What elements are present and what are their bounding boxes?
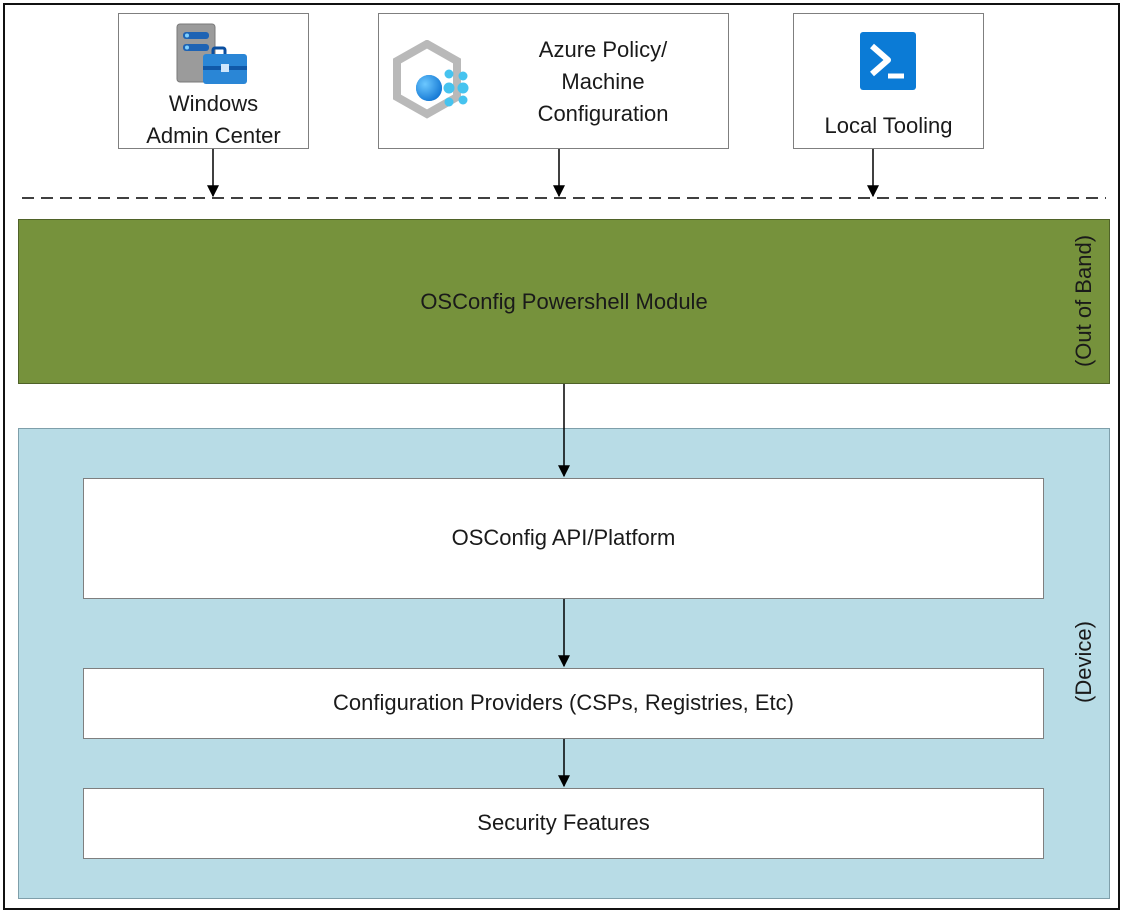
- local-tooling-box: Local Tooling: [793, 13, 984, 149]
- security-features-box: Security Features: [83, 788, 1044, 859]
- azure-policy-label-line3: Configuration: [537, 101, 669, 126]
- device-side-label: (Device): [1071, 621, 1096, 703]
- windows-admin-center-box: Windows Admin Center: [118, 13, 309, 149]
- configuration-providers-box: Configuration Providers (CSPs, Registrie…: [83, 668, 1044, 739]
- out-of-band-side-label: (Out of Band): [1071, 234, 1096, 368]
- osconfig-api-platform-box: OSConfig API/Platform: [83, 478, 1044, 599]
- local-tooling-label: Local Tooling: [824, 113, 953, 138]
- configuration-providers-label: Configuration Providers (CSPs, Registrie…: [333, 690, 794, 715]
- windows-admin-center-label-line2: Admin Center: [146, 123, 281, 148]
- azure-policy-box: Azure Policy/ Machine Configuration: [378, 13, 729, 149]
- security-features-label: Security Features: [477, 810, 650, 835]
- powershell-icon: [860, 32, 916, 90]
- diagram-frame: [3, 3, 1120, 910]
- out-of-band-band: OSConfig Powershell Module: [18, 219, 1110, 384]
- osconfig-powershell-module-label: OSConfig Powershell Module: [420, 289, 708, 314]
- osconfig-api-platform-label: OSConfig API/Platform: [451, 525, 676, 550]
- azure-policy-label-line1: Azure Policy/: [538, 37, 668, 62]
- server-toolbox-icon: [176, 23, 247, 84]
- windows-admin-center-label-line1: Windows: [168, 91, 259, 116]
- azure-policy-label-line2: Machine: [561, 69, 645, 94]
- azure-machine-configuration-icon: [393, 40, 469, 119]
